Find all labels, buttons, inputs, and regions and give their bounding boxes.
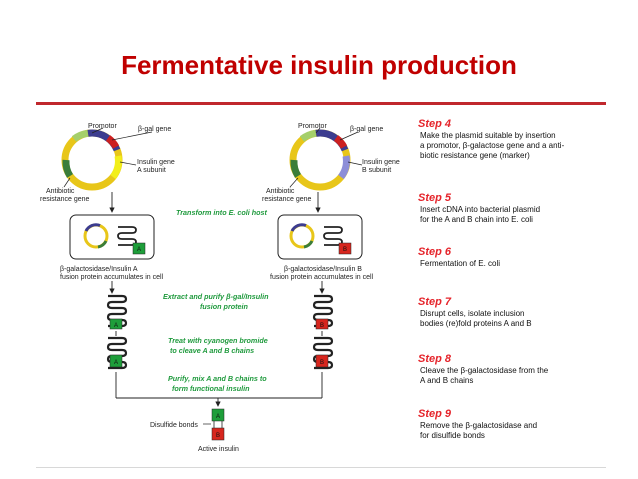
step-6-line-1: Fermentation of E. coli [420,259,501,268]
step-7-line-1: Disrupt cells, isolate inclusion [420,309,525,318]
right-promotor-segment [299,129,317,142]
left-fusion-label: β-galactosidase/Insulin A [60,266,138,273]
step-7-title: Step 7 [418,296,452,308]
step-9-title: Step 9 [418,408,452,420]
treat-label: Treat with cyanogen bromide [168,336,268,345]
right-ecoli-cell: B [277,214,363,260]
right-antibiotic-label: Antibiotic [266,188,295,195]
disulfide-label: Disulfide bonds [150,422,198,429]
left-fusion-protein-top: A [106,294,128,330]
step-8: Step 8 Cleave the β-galactosidase from t… [418,353,618,386]
step-5: Step 5 Insert cDNA into bacterial plasmi… [418,192,618,225]
active-insulin: A B [211,408,225,441]
title-underline [36,102,606,105]
final-chain-a-label: A [216,414,220,420]
left-insulin-gene-label: Insulin gene [137,159,175,166]
step-4-line-1: Make the plasmid suitable by insertion [420,131,556,140]
step-9: Step 9 Remove the β-galactosidase and fo… [418,408,618,441]
step-9-line-2: for disulfide bonds [420,431,485,440]
left-antibiotic-segment [62,159,74,178]
step-7: Step 7 Disrupt cells, isolate inclusion … [418,296,618,329]
step-5-line-2: for the A and B chain into E. coli [420,215,533,224]
right-chain-top-label: B [320,323,324,329]
right-antibiotic-segment [290,159,302,178]
extract-label: Extract and purify β-gal/Insulin [163,292,269,301]
left-promotor-segment [71,129,89,142]
step-6-title: Step 6 [418,246,452,258]
step-8-line-2: A and B chains [420,376,474,385]
step-5-line-1: Insert cDNA into bacterial plasmid [420,205,541,214]
treat-label-2: to cleave A and B chains [170,346,254,355]
right-plasmid: Promotor β-gal gene Insulin gene B subun… [262,123,400,203]
right-fusion-protein-top: B [312,294,334,330]
right-insulin-segment [338,155,350,180]
left-cell-chain-label: A [137,247,141,253]
final-chain-b-label: B [216,433,220,439]
left-fusion-label-2: fusion protein accumulates in cell [60,274,164,281]
right-fusion-label-2: fusion protein accumulates in cell [270,274,374,281]
left-chain-bottom-label: A [114,360,118,366]
active-insulin-label: Active insulin [198,446,239,453]
page-title: Fermentative insulin production [121,50,517,80]
extract-label-2: fusion protein [200,302,249,311]
left-ecoli-cell: A [69,214,155,260]
left-insulin-segment [110,155,122,180]
left-promotor-label: Promotor [88,123,117,130]
left-resistance-label: resistance gene [40,196,90,203]
step-4-line-3: biotic resistance gene (marker) [420,151,530,160]
step-6: Step 6 Fermentation of E. coli [418,246,618,269]
step-4-title: Step 4 [418,118,452,130]
step-8-line-1: Cleave the β-galactosidase from the [420,366,549,375]
right-insulin-gene-label: Insulin gene [362,159,400,166]
right-promotor-label: Promotor [298,123,327,130]
right-fusion-label: β-galactosidase/Insulin B [284,266,362,273]
step-4: Step 4 Make the plasmid suitable by inse… [418,118,618,161]
left-bgal-label: β-gal gene [138,126,171,133]
right-resistance-label: resistance gene [262,196,312,203]
purify-label: Purify, mix A and B chains to [168,374,267,383]
step-7-line-2: bodies (re)fold proteins A and B [420,319,532,328]
right-bgal-label: β-gal gene [350,126,383,133]
left-chain-top-label: A [114,323,118,329]
left-fusion-protein-bottom: A [106,336,128,370]
right-cell-chain-label: B [343,247,347,253]
right-chain-bottom-label: B [320,360,324,366]
right-fusion-protein-bottom: B [312,336,334,370]
step-8-title: Step 8 [418,353,452,365]
left-plasmid: Promotor β-gal gene Insulin gene A subun… [40,123,175,203]
purify-label-2: form functional insulin [172,384,250,393]
transform-label: Transform into E. coli host [176,208,268,217]
step-5-title: Step 5 [418,192,452,204]
right-red-segment [333,135,348,149]
footer-divider [36,467,606,468]
left-subunit-label: A subunit [137,167,166,174]
left-red-segment [105,135,120,149]
right-subunit-label: B subunit [362,167,391,174]
step-9-line-1: Remove the β-galactosidase and [420,421,538,430]
left-antibiotic-label: Antibiotic [46,188,75,195]
step-4-line-2: a promotor, β-galactose gene and a anti- [420,141,565,150]
